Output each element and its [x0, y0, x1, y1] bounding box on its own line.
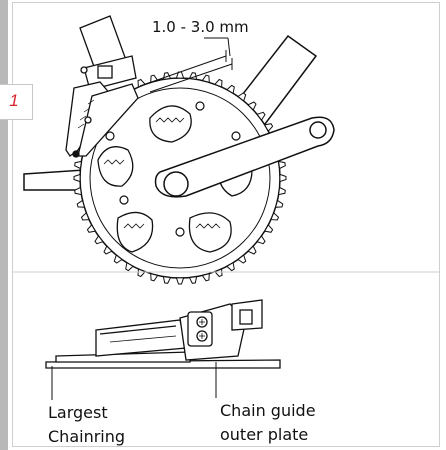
chainring-tooth — [256, 111, 266, 121]
chainring-tooth — [270, 212, 280, 221]
chainring-tooth — [80, 212, 90, 221]
chainring-tooth — [137, 268, 146, 278]
derailleur-side-details — [109, 319, 205, 343]
step-tab: 1 — [0, 84, 33, 120]
chainring-tooth — [226, 84, 235, 95]
chainring-tooth — [74, 160, 82, 170]
derailleur-hatching — [77, 99, 95, 129]
chainring-tooth — [188, 276, 198, 284]
guide-label-line2: outer plate — [220, 425, 308, 444]
guide-label-line1: Chain guide — [220, 401, 316, 420]
step-number: 1 — [9, 91, 19, 110]
chainring-tooth — [103, 245, 113, 255]
chainring-tooth — [278, 186, 286, 196]
illustration-frame — [12, 2, 440, 447]
chainring-tooth — [247, 101, 257, 111]
chainring-tooth — [113, 254, 123, 264]
chainring-tooth — [247, 245, 257, 255]
clearance-label: 1.0 - 3.0 mm — [152, 18, 249, 36]
chainring-tooth — [256, 235, 266, 245]
front-derailleur — [65, 15, 139, 158]
chainring-tooth — [125, 261, 134, 272]
chainring-tooth — [175, 277, 185, 285]
clearance-callout — [139, 37, 233, 93]
chainring-tooth — [74, 186, 82, 196]
chainring-bolts — [105, 101, 241, 237]
chainring-tooth — [94, 235, 104, 245]
chainring-tooth — [263, 123, 274, 132]
chainring-tooth — [73, 173, 81, 183]
chainring-tooth — [214, 78, 223, 88]
chainring-tooth — [76, 199, 86, 208]
chainring-side — [45, 351, 281, 369]
chainring-tooth — [237, 92, 247, 102]
chainring-tooth — [226, 261, 235, 272]
chainring-tooth — [274, 199, 284, 208]
chainring-label-line1: Largest — [48, 403, 108, 422]
chainring-tooth — [150, 272, 159, 282]
chainring-tooth — [201, 74, 210, 84]
chainring-tooth — [279, 173, 287, 183]
leader-lines — [51, 362, 217, 400]
chainring-tooth — [201, 272, 210, 282]
chainring-tooth — [214, 268, 223, 278]
chainring-tooth — [263, 224, 274, 233]
chainring-label-line2: Chainring — [48, 427, 125, 446]
crank-arm — [154, 116, 335, 198]
chainring-tooth — [237, 254, 247, 264]
left-margin-bar — [0, 0, 8, 450]
chainring-tooth — [162, 276, 172, 284]
derailleur-side — [95, 299, 263, 361]
chainring-tooth — [278, 160, 286, 170]
chainring-tooth — [86, 224, 97, 233]
